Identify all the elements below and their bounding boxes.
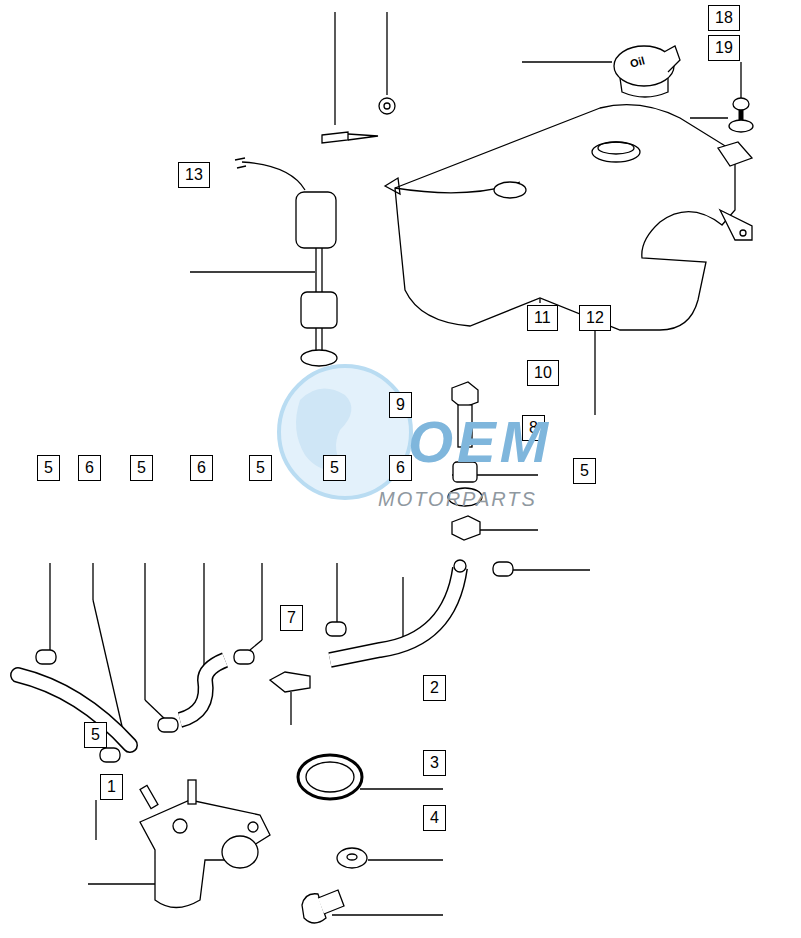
callout-number: 5: [249, 455, 272, 481]
fuel-hose: [330, 568, 460, 660]
gasket: [298, 755, 362, 799]
callout-number: 6: [78, 455, 101, 481]
screw: [322, 132, 348, 143]
callout-number: 5: [130, 455, 153, 481]
watermark: MOTORPARTS: [378, 488, 537, 511]
callout-number: 12: [579, 305, 611, 331]
tank-tab: [385, 178, 400, 194]
filler-neck: [592, 142, 640, 162]
screw: [318, 890, 344, 914]
watermark-globe: [279, 366, 411, 498]
tank-tab: [740, 230, 746, 236]
washer: [729, 120, 753, 132]
fuel-tank: [395, 105, 735, 330]
callout-number: 18: [708, 5, 740, 31]
callout-number: 4: [423, 805, 446, 831]
oil-cap: [620, 78, 668, 97]
nut: [452, 516, 480, 540]
hose-end: [454, 560, 466, 572]
level-sensor: [301, 350, 337, 366]
fuel-pump: [248, 822, 258, 832]
callout-number: 5: [323, 455, 346, 481]
callout-number: 7: [280, 605, 303, 631]
level-sensor: [296, 192, 336, 248]
callout-number: 3: [423, 750, 446, 776]
callout-number: 19: [708, 35, 740, 61]
sensor-wire: [235, 158, 246, 168]
fuel-pump: [222, 836, 258, 868]
fuel-pump: [140, 800, 270, 908]
callout-number: 5: [84, 722, 107, 748]
hose-clamp: [36, 562, 513, 762]
washer: [337, 848, 367, 868]
gasket: [306, 762, 354, 792]
callout-number: 10: [527, 360, 559, 386]
callout-number: 5: [37, 455, 60, 481]
callout-number: 11: [527, 305, 558, 331]
sensor-float: [301, 292, 337, 328]
watermark: OEM: [408, 412, 552, 472]
oil-cap: [664, 46, 680, 72]
hose-fitting: [270, 672, 310, 692]
filler-neck: [598, 142, 634, 154]
leader-line: [50, 12, 741, 915]
washer: [347, 854, 357, 860]
callout-number: 5: [573, 458, 596, 484]
fuel-hose: [18, 675, 130, 745]
callout-number: 2: [423, 675, 446, 701]
washer: [384, 103, 390, 109]
sensor-hole: [494, 182, 526, 198]
tank-tab: [720, 210, 752, 240]
screw: [348, 134, 378, 140]
callout-number: 13: [178, 162, 210, 188]
fuel-pump: [173, 819, 187, 833]
fuel-hose: [180, 660, 225, 720]
washer: [379, 98, 395, 114]
callout-number: 1: [100, 774, 123, 800]
sensor-wire: [242, 162, 305, 190]
screw: [733, 98, 749, 110]
callout-number: 6: [190, 455, 213, 481]
bolt: [452, 382, 478, 408]
clip-nut: [718, 142, 752, 166]
